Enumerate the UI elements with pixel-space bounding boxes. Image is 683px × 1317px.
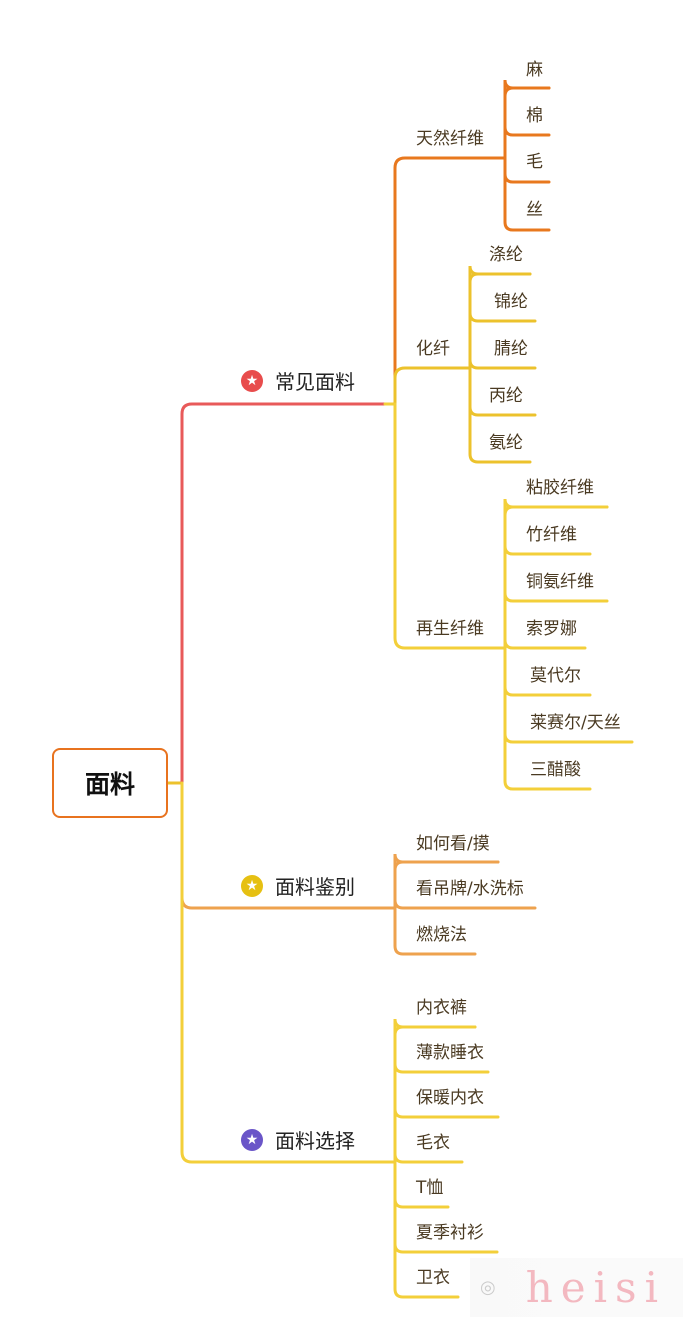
edge-identification-item: [393, 860, 500, 872]
leaf-node[interactable]: 涤纶: [489, 245, 523, 265]
leaf-node[interactable]: 夏季衬衫: [416, 1223, 484, 1243]
leaf-node[interactable]: 毛: [526, 152, 543, 172]
branch-label: 常见面料: [275, 370, 355, 394]
root-node[interactable]: 面料: [52, 748, 168, 818]
edge-common-fabrics: [180, 402, 387, 785]
leaf-node[interactable]: 竹纤维: [526, 525, 577, 545]
edge-regenerated-item: [503, 513, 592, 791]
branch-common-fabrics[interactable]: ★ 常见面料: [241, 366, 355, 395]
edge-synthetic-fibers: [393, 366, 472, 406]
leaf-node[interactable]: 卫衣: [416, 1268, 450, 1288]
edge-natural-item: [503, 86, 551, 98]
leaf-node[interactable]: 铜氨纤维: [526, 572, 594, 592]
leaf-node[interactable]: 保暖内衣: [416, 1088, 484, 1108]
leaf-node[interactable]: 粘胶纤维: [526, 478, 594, 498]
leaf-node[interactable]: 内衣裤: [416, 998, 467, 1018]
node-natural-fibers[interactable]: 天然纤维: [416, 129, 484, 149]
star-icon: ★: [241, 1128, 263, 1151]
edge-fabric-selection: [180, 781, 397, 1164]
leaf-node[interactable]: 如何看/摸: [416, 834, 490, 854]
watermark-text: heisi: [525, 1263, 667, 1312]
branch-label: 面料鉴别: [275, 875, 355, 899]
leaf-node[interactable]: 毛衣: [416, 1133, 450, 1153]
branch-fabric-identification[interactable]: ★ 面料鉴别: [241, 871, 355, 900]
leaf-node[interactable]: 燃烧法: [416, 925, 467, 945]
leaf-node[interactable]: 麻: [526, 60, 543, 80]
leaf-node[interactable]: 看吊牌/水洗标: [416, 879, 524, 899]
edge-selection-item: [393, 1033, 460, 1299]
edge-regenerated-fibers: [393, 402, 507, 650]
edge-identification-item: [393, 868, 477, 956]
leaf-node[interactable]: 三醋酸: [530, 760, 581, 780]
edge-synthetic-item: [468, 280, 532, 464]
watermark: ◎ heisi: [470, 1258, 683, 1317]
node-synthetic-fibers[interactable]: 化纤: [416, 339, 450, 359]
leaf-node[interactable]: T恤: [416, 1178, 444, 1198]
edge-regenerated-item: [503, 505, 609, 517]
leaf-node[interactable]: 丙纶: [489, 386, 523, 406]
edge-natural-item: [503, 94, 551, 232]
leaf-node[interactable]: 棉: [526, 106, 543, 126]
leaf-node[interactable]: 锦纶: [494, 292, 528, 312]
node-regenerated-fibers[interactable]: 再生纤维: [416, 619, 484, 639]
leaf-node[interactable]: 薄款睡衣: [416, 1043, 484, 1063]
leaf-node[interactable]: 索罗娜: [526, 619, 577, 639]
star-icon: ★: [241, 874, 263, 897]
edge-natural-fibers: [393, 156, 507, 406]
branch-label: 面料选择: [275, 1129, 355, 1153]
branch-fabric-selection[interactable]: ★ 面料选择: [241, 1125, 355, 1154]
leaf-node[interactable]: 腈纶: [494, 339, 528, 359]
edge-selection-item: [393, 1025, 477, 1037]
wechat-icon: ◎: [480, 1277, 496, 1298]
leaf-node[interactable]: 丝: [526, 200, 543, 220]
leaf-node[interactable]: 氨纶: [489, 433, 523, 453]
star-icon: ★: [241, 369, 263, 392]
leaf-node[interactable]: 莫代尔: [530, 666, 581, 686]
leaf-node[interactable]: 莱赛尔/天丝: [530, 713, 621, 733]
edge-synthetic-item: [468, 272, 532, 284]
